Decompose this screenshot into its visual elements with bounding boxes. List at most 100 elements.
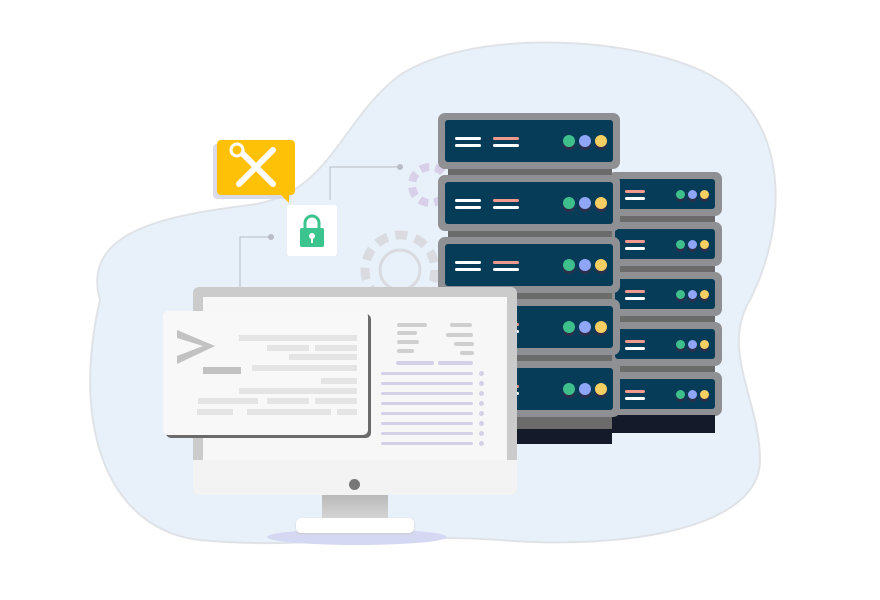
list-dot — [479, 381, 484, 386]
status-led — [579, 259, 591, 271]
text-placeholder — [239, 388, 357, 394]
list-line — [381, 412, 473, 415]
placeholder-bar — [397, 323, 427, 327]
placeholder-bar — [450, 323, 472, 327]
status-line — [455, 268, 481, 271]
lock-icon — [300, 214, 324, 247]
list-dot — [479, 441, 484, 446]
status-led — [595, 383, 607, 395]
status-led — [700, 289, 709, 299]
monitor-stand — [322, 495, 388, 519]
text-placeholder — [315, 345, 357, 351]
tool-bubble — [217, 140, 295, 203]
status-line — [625, 297, 645, 300]
status-led — [676, 289, 685, 299]
text-placeholder — [198, 398, 258, 404]
bubble-pointer — [279, 193, 289, 203]
status-line — [455, 137, 481, 140]
server-unit — [438, 175, 620, 231]
status-line — [625, 397, 645, 400]
status-led — [688, 389, 697, 399]
text-placeholder — [267, 345, 309, 351]
connector-line — [239, 236, 270, 290]
placeholder-bar — [397, 349, 414, 353]
server-unit — [438, 113, 620, 169]
server-face — [615, 229, 715, 259]
status-led — [700, 239, 709, 249]
status-line — [493, 199, 519, 202]
text-placeholder — [337, 409, 357, 415]
status-led — [700, 389, 709, 399]
connector-line — [329, 166, 398, 200]
text-placeholder — [321, 378, 357, 384]
status-led — [563, 197, 575, 209]
server-face — [615, 379, 715, 409]
server-unit — [608, 222, 722, 266]
text-placeholder — [239, 335, 357, 341]
server-face — [615, 279, 715, 309]
status-led — [563, 321, 575, 333]
wrench-screwdriver-icon — [229, 142, 276, 187]
server-unit — [608, 372, 722, 416]
text-placeholder — [289, 354, 357, 360]
list-line — [381, 432, 473, 435]
status-led — [688, 289, 697, 299]
status-line — [625, 247, 645, 250]
status-line — [455, 206, 481, 209]
server-unit — [608, 272, 722, 316]
server-face — [445, 182, 613, 224]
status-line — [625, 340, 645, 343]
monitor-shadow — [267, 529, 447, 545]
status-led — [676, 339, 685, 349]
placeholder-bar — [446, 333, 473, 337]
status-line — [625, 290, 645, 293]
status-line — [625, 390, 645, 393]
status-line — [625, 190, 645, 193]
status-led — [676, 189, 685, 199]
status-line — [625, 197, 645, 200]
status-led — [595, 321, 607, 333]
monitor-base — [296, 518, 414, 533]
placeholder-bar — [397, 340, 419, 344]
power-button — [349, 479, 360, 490]
server-unit — [608, 322, 722, 366]
status-led — [700, 339, 709, 349]
terminal-window — [163, 311, 368, 435]
status-led — [579, 321, 591, 333]
status-line — [625, 240, 645, 243]
status-line — [493, 137, 519, 140]
status-led — [563, 135, 575, 147]
status-led — [688, 239, 697, 249]
server-face — [615, 329, 715, 359]
status-line — [625, 347, 645, 350]
status-led — [676, 389, 685, 399]
server-unit — [438, 237, 620, 293]
list-dot — [479, 391, 484, 396]
status-led — [595, 135, 607, 147]
list-dot — [479, 411, 484, 416]
status-led — [579, 135, 591, 147]
status-line — [493, 206, 519, 209]
placeholder-bar — [454, 342, 474, 346]
list-dot — [479, 401, 484, 406]
list-dot — [479, 421, 484, 426]
list-dot — [479, 371, 484, 376]
server-face — [445, 244, 613, 286]
connector-dot — [397, 164, 403, 170]
placeholder-bar — [397, 331, 417, 335]
status-led — [579, 383, 591, 395]
lock-badge — [287, 205, 337, 256]
placeholder-bar — [396, 361, 434, 365]
status-line — [455, 261, 481, 264]
list-line — [381, 422, 473, 425]
server-face — [445, 120, 613, 162]
back-stack-base — [612, 415, 715, 433]
list-line — [381, 402, 473, 405]
status-led — [563, 383, 575, 395]
status-led — [700, 189, 709, 199]
status-line — [493, 144, 519, 147]
status-line — [455, 144, 481, 147]
server-unit — [608, 172, 722, 216]
list-line — [381, 442, 473, 445]
status-line — [493, 268, 519, 271]
